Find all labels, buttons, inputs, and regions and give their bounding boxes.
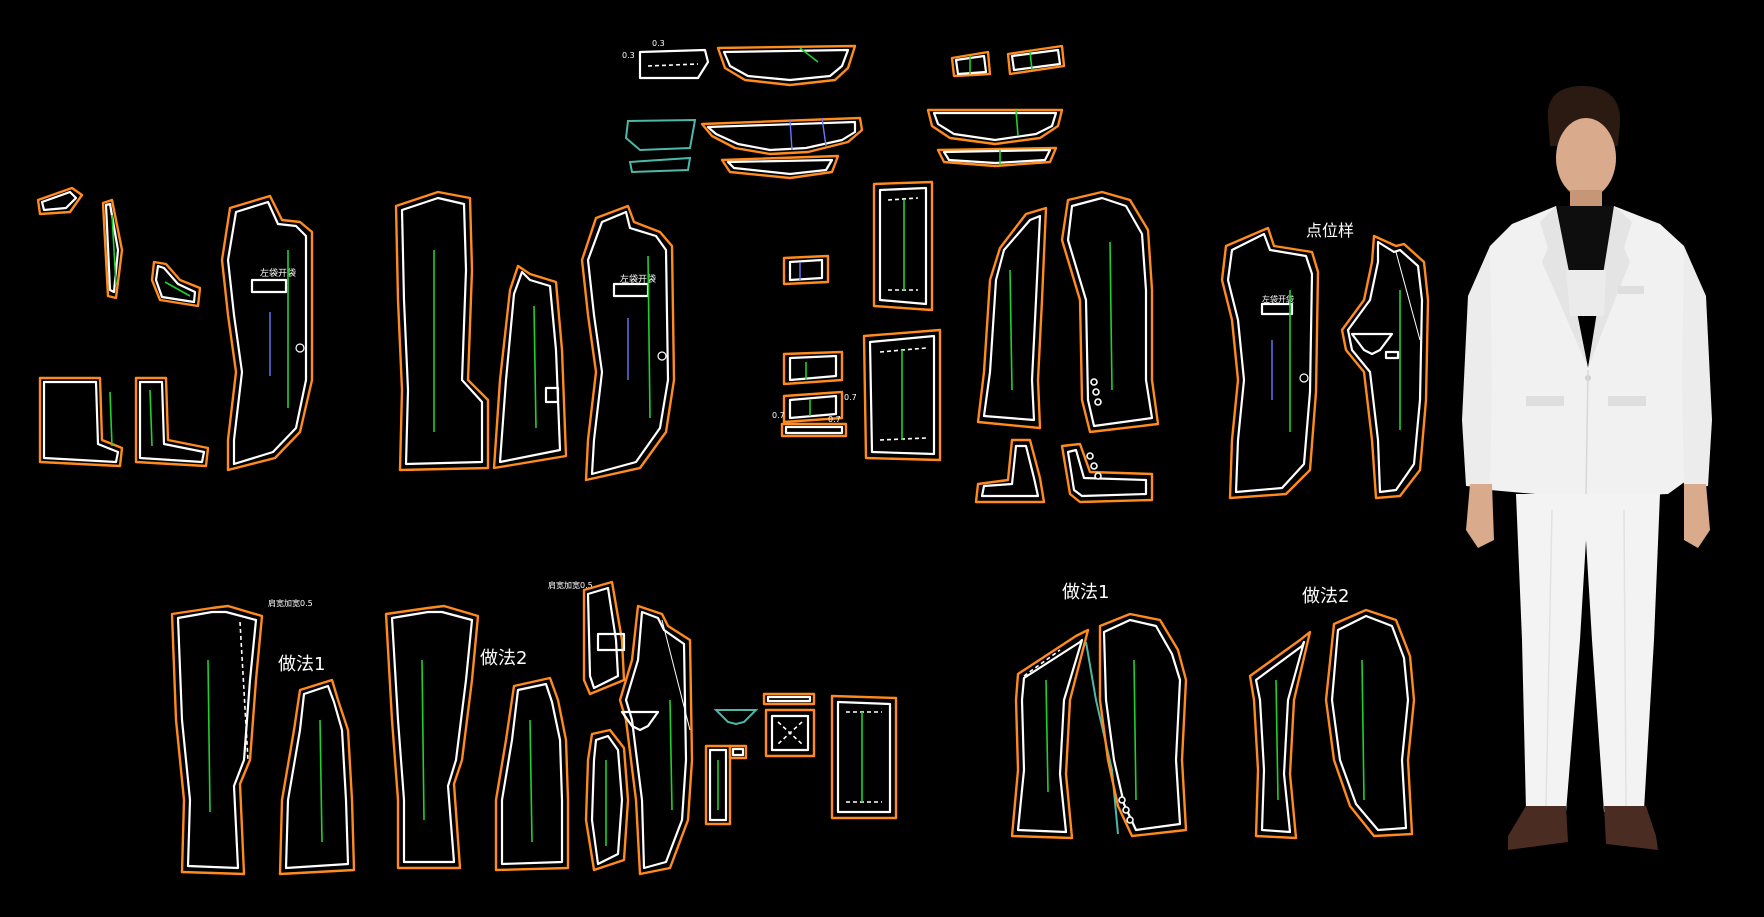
- pocket-mark-c: 左袋开袋: [1262, 294, 1294, 304]
- sleeve-top-group: [974, 190, 1160, 504]
- suit-model-figure: [1462, 86, 1712, 850]
- method2-label-bottom-left: 做法2: [480, 648, 527, 669]
- collar-top-piece: [716, 44, 857, 87]
- model-shoes: [1508, 806, 1658, 850]
- bottom-pocket-group: [704, 692, 898, 826]
- collar-small-piece: 0.3 0.3: [622, 39, 710, 80]
- collar-row: 0.3 0.3: [622, 39, 1066, 180]
- sample-label: 点位样: [1306, 221, 1354, 240]
- method1-label-top-right: 做法1: [1062, 582, 1109, 603]
- undercollar-piece: [700, 116, 864, 156]
- model-arms: [1462, 246, 1712, 548]
- method-left-group: 肩宽加宽0.5 做法1 做法2 肩宽加宽0.5: [170, 580, 694, 876]
- collar-stand-piece: [720, 154, 840, 180]
- sample-group: 点位样 左袋开袋: [1220, 221, 1430, 500]
- pocket-mark-a: 左袋开袋: [260, 267, 296, 279]
- flap-pieces: [950, 44, 1066, 78]
- method1-label-bottom-left: 做法1: [278, 654, 325, 675]
- model-jacket: [1486, 206, 1690, 498]
- method2-label-bottom-right: 做法2: [1302, 586, 1349, 607]
- model-trousers: [1516, 494, 1660, 812]
- dim-label-c: 0.7: [844, 393, 857, 402]
- collar-lining-piece: [624, 118, 697, 174]
- button-mark: [295, 343, 305, 353]
- side-panel-left: [492, 264, 568, 470]
- method-right-group: 做法1 做法2: [1010, 582, 1416, 840]
- sleeve-buttons: [1090, 378, 1102, 406]
- dim-label-d: 0.7: [772, 411, 785, 420]
- collar-right-piece: [926, 108, 1064, 168]
- model-head: [1547, 86, 1621, 212]
- back-panel-left: [394, 190, 490, 472]
- dim-label-e: 0.7: [828, 415, 841, 424]
- front-panel-mid: 左袋开袋: [580, 204, 676, 482]
- left-pieces-group: 左袋开袋 左袋开袋: [36, 186, 676, 482]
- front-panel-left: 左袋开袋: [220, 194, 314, 472]
- dim-label-a: 0.3: [622, 51, 635, 60]
- middle-pocket-group: 0.7 0.7 0.7: [772, 180, 942, 462]
- shoulder-note-a: 肩宽加宽0.5: [268, 598, 313, 608]
- shoulder-note-b: 肩宽加宽0.5: [548, 580, 593, 590]
- pocket-mark-b: 左袋开袋: [620, 273, 656, 285]
- dim-label-b: 0.3: [652, 39, 665, 48]
